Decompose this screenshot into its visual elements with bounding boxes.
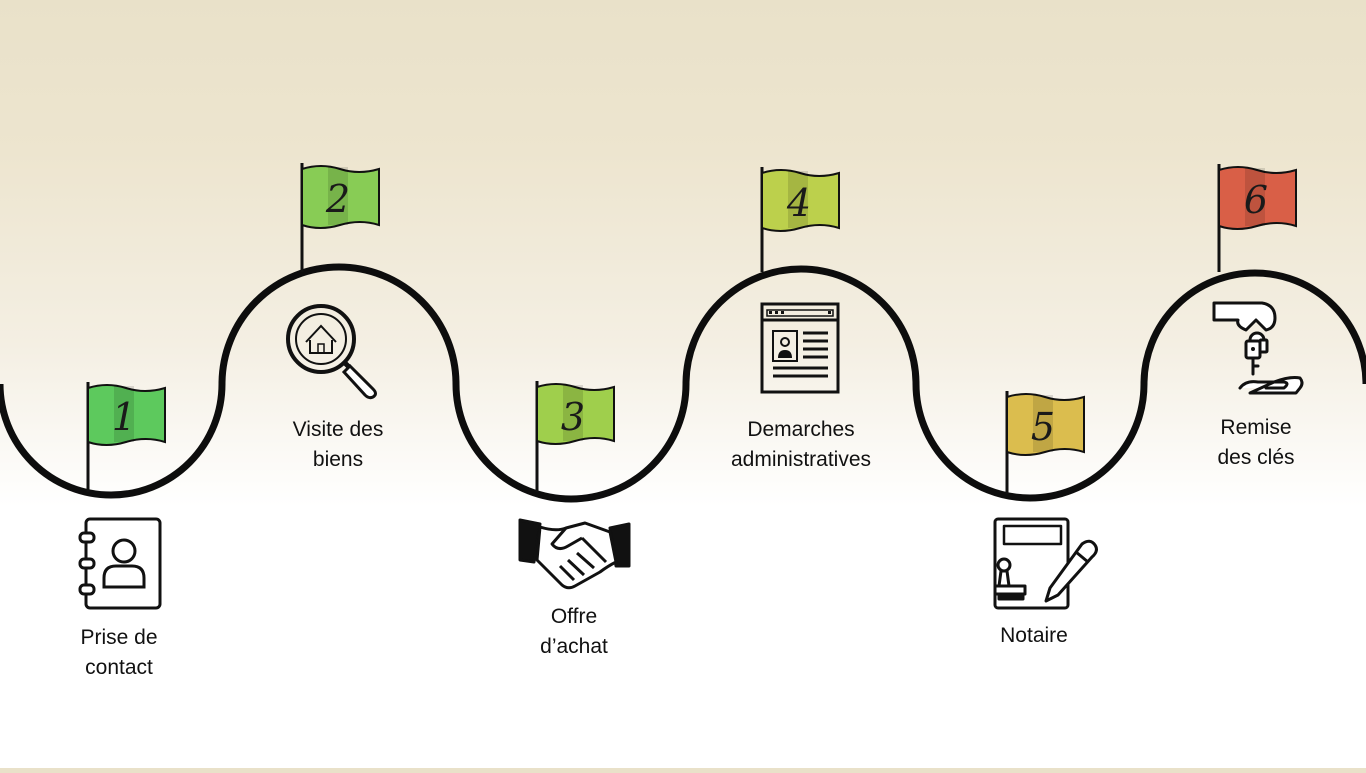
step-1-label: Prise de contact bbox=[19, 623, 219, 683]
flag-4-number: 4 bbox=[786, 181, 811, 225]
flag-6: 6 bbox=[1217, 164, 1297, 272]
step-1-label-line-1: Prise de bbox=[80, 626, 158, 649]
document-id-icon bbox=[760, 302, 840, 394]
flag-6-number: 6 bbox=[1244, 178, 1268, 222]
step-5-label: Notaire bbox=[934, 621, 1134, 651]
contact-book-icon bbox=[78, 517, 162, 610]
step-4-label: Demarches administratives bbox=[701, 415, 901, 475]
step-3-label-line-2: d’achat bbox=[540, 635, 608, 658]
step-2-label-line-2: biens bbox=[312, 448, 364, 471]
flag-2-number: 2 bbox=[325, 177, 350, 221]
wavy-path bbox=[0, 263, 1366, 503]
step-6-label-line-2: des clés bbox=[1217, 446, 1295, 469]
step-2-label-line-1: Visite des bbox=[292, 418, 384, 441]
step-4-label-line-1: Demarches bbox=[747, 418, 855, 441]
house-search-icon bbox=[286, 304, 377, 400]
flag-3-number: 3 bbox=[561, 395, 585, 439]
step-6-label: Remise des clés bbox=[1156, 413, 1356, 473]
flag-1-number: 1 bbox=[112, 395, 136, 439]
flag-2: 2 bbox=[300, 163, 380, 272]
step-1-label-line-2: contact bbox=[85, 656, 153, 679]
step-3-label: Offre d’achat bbox=[474, 602, 674, 662]
step-4-label-line-2: administratives bbox=[730, 448, 872, 471]
keys-handover-icon bbox=[1212, 301, 1304, 395]
flag-5-number: 5 bbox=[1031, 405, 1055, 449]
handshake-icon bbox=[518, 518, 631, 590]
step-2-label: Visite des biens bbox=[238, 415, 438, 475]
flag-1: 1 bbox=[86, 382, 166, 492]
step-5-label-line-1: Notaire bbox=[1000, 624, 1068, 647]
flag-3: 3 bbox=[535, 381, 615, 492]
notary-stamp-icon bbox=[993, 517, 1098, 610]
step-3-label-line-1: Offre bbox=[550, 605, 598, 628]
step-6-label-line-1: Remise bbox=[1220, 416, 1292, 439]
flag-5: 5 bbox=[1005, 391, 1085, 494]
flag-4: 4 bbox=[760, 167, 840, 272]
